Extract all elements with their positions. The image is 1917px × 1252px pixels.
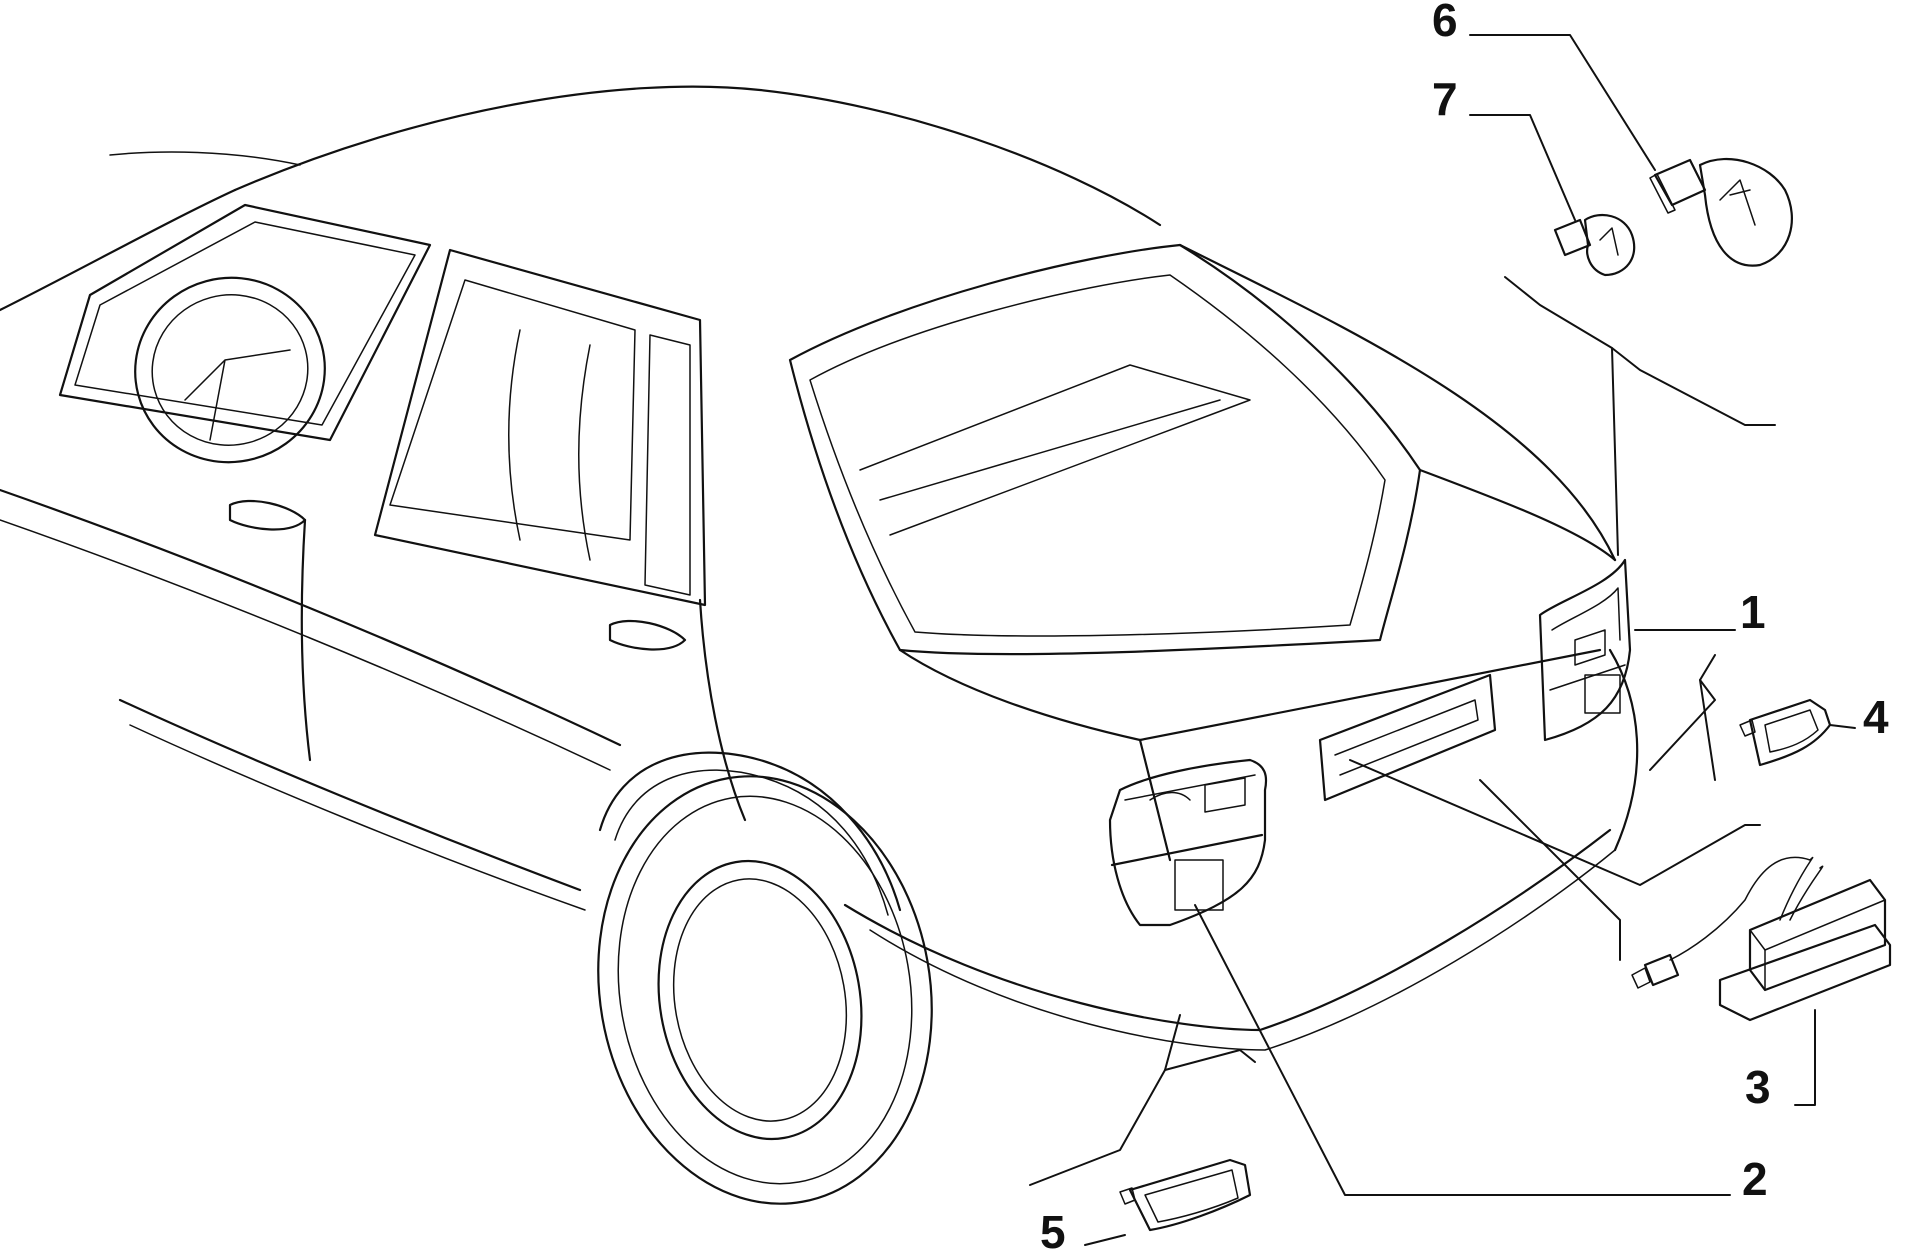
right-tail-lamp — [1538, 558, 1632, 742]
callout-5: 5 — [1040, 1206, 1066, 1252]
left-tail-lamp — [1108, 758, 1268, 927]
leader-lines — [1029, 34, 1856, 1246]
left-reflector — [1119, 1158, 1252, 1232]
callout-6: 6 — [1432, 0, 1458, 46]
callout-3: 3 — [1745, 1061, 1771, 1113]
callout-2: 2 — [1742, 1153, 1768, 1205]
callout-4: 4 — [1863, 691, 1889, 743]
callout-1: 1 — [1740, 586, 1766, 638]
callout-labels: 6 7 1 4 3 2 5 — [1040, 0, 1889, 1252]
large-bulb — [1649, 157, 1793, 267]
callout-7: 7 — [1432, 73, 1458, 125]
right-reflector — [1739, 698, 1832, 767]
license-plate-lamp — [1631, 856, 1892, 1022]
small-bulb — [1553, 213, 1636, 277]
car-illustration — [0, 85, 1639, 1205]
